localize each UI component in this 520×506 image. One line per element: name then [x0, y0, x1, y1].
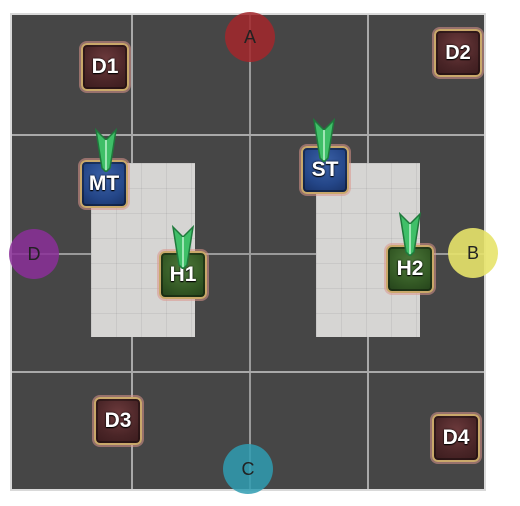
grid-line-v-center: [249, 15, 251, 489]
player-d2[interactable]: D2: [434, 29, 482, 77]
player-d4[interactable]: D4: [432, 414, 480, 462]
green-arrow-icon: [312, 118, 336, 162]
waymark-c[interactable]: C: [223, 444, 273, 494]
waymark-b[interactable]: B: [448, 228, 498, 278]
player-d1[interactable]: D1: [81, 43, 129, 91]
grid-line-h1: [12, 134, 484, 136]
green-arrow-icon: [94, 128, 118, 172]
grid-line-h3: [12, 371, 484, 373]
waymark-d[interactable]: D: [9, 229, 59, 279]
player-d3[interactable]: D3: [94, 397, 142, 445]
green-arrow-icon: [171, 225, 195, 269]
waymark-a[interactable]: A: [225, 12, 275, 62]
green-arrow-icon: [398, 212, 422, 256]
player-st[interactable]: ST: [301, 146, 349, 194]
grid-line-h-center: [12, 253, 484, 255]
